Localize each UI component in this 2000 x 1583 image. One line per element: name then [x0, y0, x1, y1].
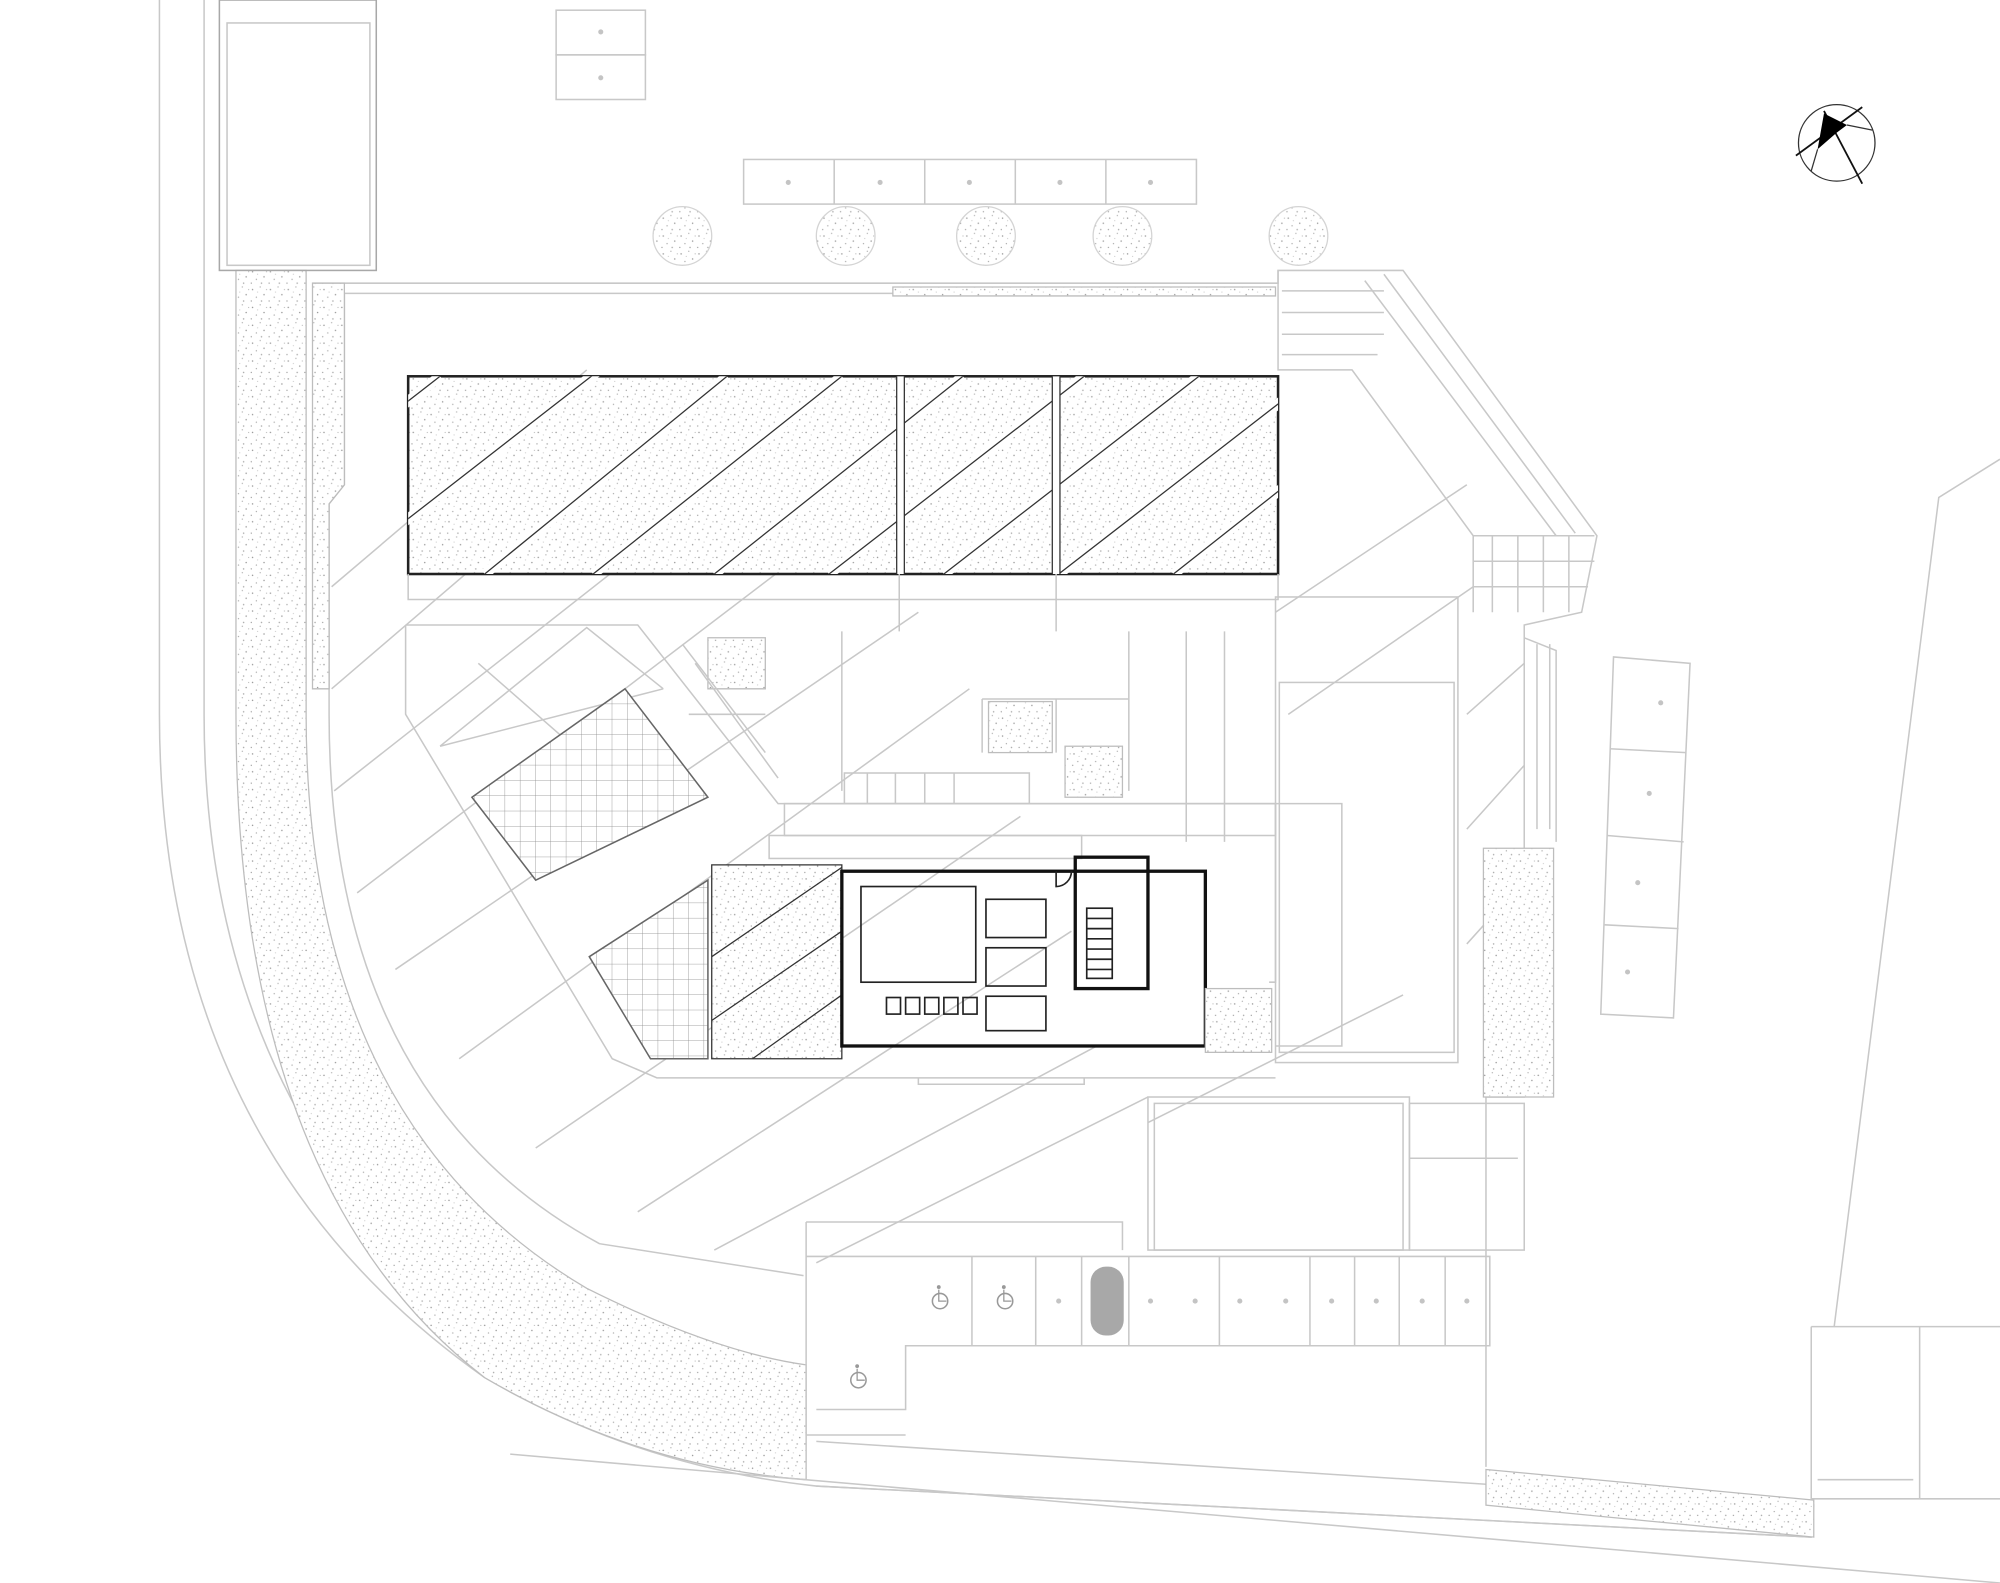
north-arrow-icon [1795, 103, 1876, 185]
building-southeast [805, 1096, 1525, 1436]
building-central [404, 624, 1277, 1086]
road-curve [158, 0, 2000, 1583]
tree-icon [652, 206, 713, 266]
paving-grid-north [470, 687, 710, 882]
tree-icon [815, 206, 876, 266]
building-east [841, 596, 1557, 1098]
parking-south-row [806, 1255, 1491, 1411]
parking-north-row [742, 158, 1198, 205]
stair-core [1073, 855, 1150, 991]
tree-icon [1268, 206, 1329, 266]
site-outline [311, 269, 1598, 1467]
landscape-strip-south [1485, 1468, 1815, 1538]
building-core-outline [840, 869, 1208, 1048]
garden-planter-north [406, 375, 1280, 632]
tree-icon [1092, 206, 1153, 266]
parking-east-column [1599, 656, 1691, 1019]
wheelchair-icon [931, 1285, 949, 1310]
building-northwest [218, 0, 378, 272]
tree-icon [955, 206, 1016, 266]
wheelchair-icon [850, 1364, 867, 1389]
paving-grid-south [588, 878, 709, 1060]
car-icon [1090, 1266, 1124, 1336]
tree-row [652, 206, 1329, 266]
building-far-east [1810, 458, 2000, 1500]
wheelchair-icon [996, 1285, 1014, 1310]
parking-north-pair [555, 9, 647, 101]
